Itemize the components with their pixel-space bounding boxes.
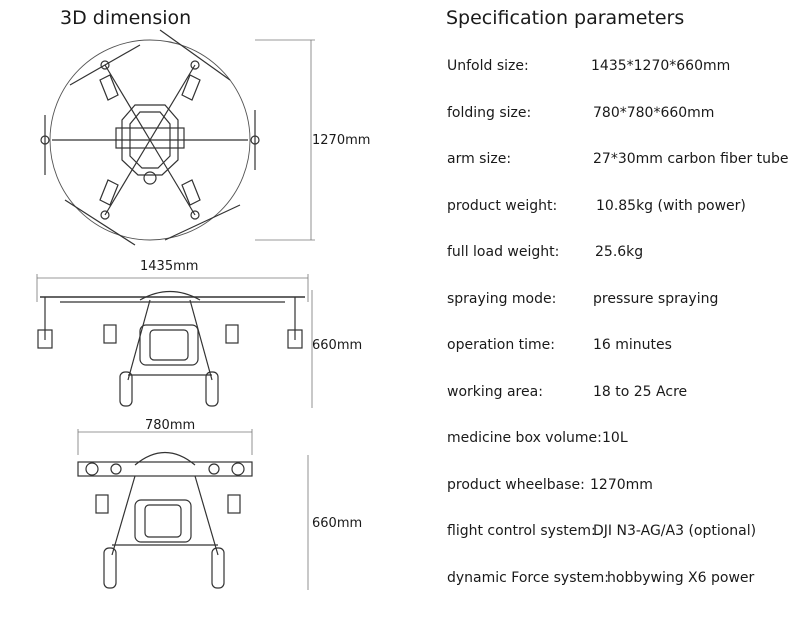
spec-value: 10L — [602, 430, 628, 446]
section-title-specifications: Specification parameters — [446, 7, 685, 29]
spec-value: 1435*1270*660mm — [591, 58, 731, 74]
spec-value: 16 minutes — [593, 337, 672, 353]
spec-label: operation time: — [447, 337, 556, 353]
spec-value: pressure spraying — [593, 291, 719, 307]
spec-label: folding size: — [447, 105, 532, 121]
dimension-label-front-width: 780mm — [145, 418, 196, 433]
front-view-drawing — [77, 429, 309, 590]
spec-label: product weight: — [447, 198, 558, 214]
dimension-label-side-width: 1435mm — [140, 259, 199, 274]
side-view-drawing — [36, 274, 313, 408]
dimension-label-top-width: 1270mm — [312, 133, 371, 148]
spec-value: 780*780*660mm — [593, 105, 715, 121]
spec-label: working area: — [447, 384, 543, 400]
section-title-3d-dimension: 3D dimension — [60, 7, 192, 29]
spec-label: product wheelbase: — [447, 477, 585, 493]
spec-label: flight control system: — [447, 523, 596, 539]
spec-value: 18 to 25 Acre — [593, 384, 688, 400]
spec-label: spraying mode: — [447, 291, 557, 307]
spec-value: DJI N3-AG/A3 (optional) — [593, 523, 757, 539]
spec-value: 10.85kg (with power) — [596, 198, 746, 214]
spec-label: Unfold size: — [447, 58, 529, 74]
spec-value: 25.6kg — [595, 244, 644, 260]
dimension-label-side-height: 660mm — [312, 338, 363, 353]
spec-value: 1270mm — [590, 477, 653, 493]
spec-label: dynamic Force system: — [447, 570, 609, 586]
spec-value: 27*30mm carbon fiber tube — [593, 151, 789, 167]
spec-label: medicine box volume: — [447, 430, 602, 446]
spec-label: arm size: — [447, 151, 512, 167]
top-view-drawing — [40, 29, 315, 246]
spec-label: full load weight: — [447, 244, 560, 260]
dimension-label-front-height: 660mm — [312, 516, 363, 531]
spec-value: hobbywing X6 power — [607, 570, 755, 586]
